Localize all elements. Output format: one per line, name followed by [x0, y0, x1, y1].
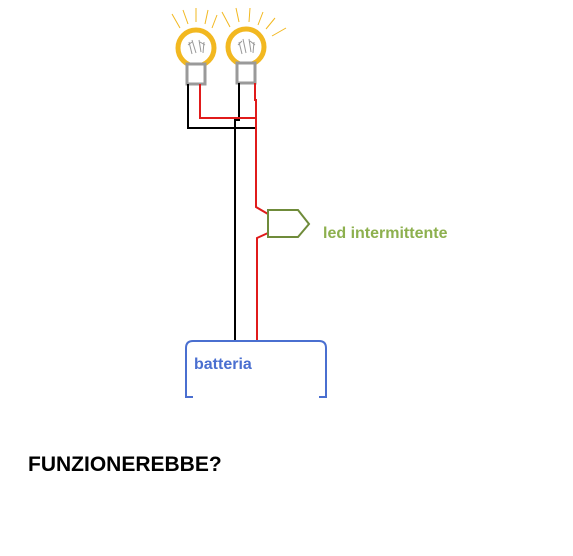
battery-label: batteria — [194, 356, 252, 373]
bulb-filament — [187, 39, 206, 55]
ray — [221, 11, 231, 28]
negative-wires — [187, 83, 256, 342]
led-body — [267, 209, 311, 238]
ray — [235, 7, 240, 23]
ray — [257, 11, 264, 26]
led-icon — [267, 209, 311, 238]
ray — [271, 27, 287, 37]
ray — [171, 13, 181, 29]
bulb-filament — [237, 38, 256, 55]
ray — [265, 17, 276, 30]
question-text: FUNZIONEREBBE? — [28, 453, 222, 476]
bulb-rays — [171, 7, 287, 37]
negative-wire-bulb2 — [234, 83, 240, 342]
positive-wire-to-led — [254, 83, 269, 215]
positive-wire-bulb1 — [199, 84, 256, 119]
bulb-socket — [235, 61, 257, 85]
ray — [248, 7, 251, 23]
negative-wire-bulb1 — [187, 84, 256, 129]
positive-wires — [199, 83, 269, 342]
led-label: led intermittente — [323, 225, 448, 242]
ray — [182, 9, 189, 25]
bulb-glow-ring — [175, 27, 217, 69]
bulb-glow-ring — [225, 26, 267, 68]
bulb-socket — [185, 62, 207, 86]
light-bulb-icon — [175, 27, 217, 86]
ray — [204, 9, 209, 25]
battery-outline — [185, 340, 327, 398]
ray — [211, 14, 218, 29]
positive-wire-to-battery — [256, 232, 269, 342]
battery-icon — [185, 340, 327, 398]
light-bulb-icon — [225, 26, 267, 85]
